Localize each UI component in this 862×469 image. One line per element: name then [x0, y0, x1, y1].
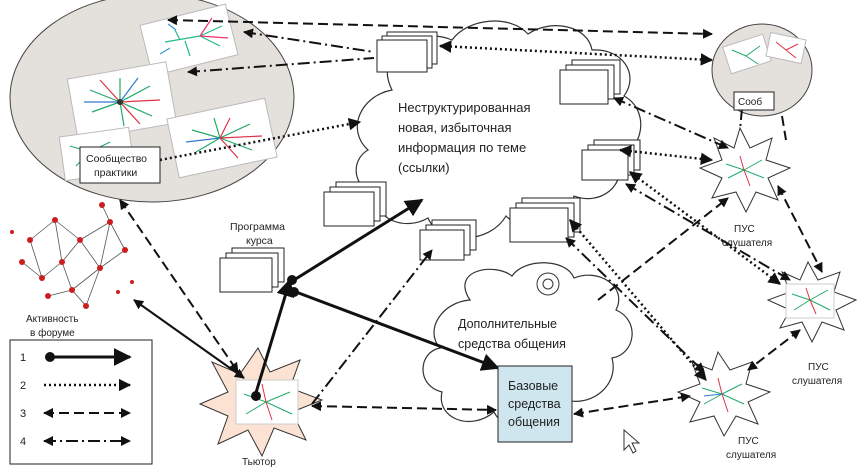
community-box [79, 146, 161, 184]
community-label-1: Сообщество [86, 153, 147, 165]
pus-3-label-2: слушателя [726, 450, 776, 461]
tutor-label: Тьютор [242, 457, 276, 468]
soob-label: Сооб [738, 96, 762, 108]
legend-num-4: 4 [20, 436, 26, 448]
pus-1-label-2: слушателя [722, 238, 772, 249]
program-label-2: курса [246, 235, 273, 247]
legend-num-3: 3 [20, 408, 26, 420]
cloud-main-line-2: новая, избыточная [398, 120, 512, 135]
base-label-3: общения [508, 415, 560, 429]
pus-mindmap-3 [701, 377, 745, 413]
soob-mindmap [722, 31, 807, 75]
program-label-1: Программа [230, 221, 285, 233]
doc-stack-right1 [559, 59, 621, 105]
pus-1-label-1: ПУС [734, 224, 755, 235]
doc-stack-bottom [419, 219, 477, 261]
tutor-mindmap [235, 379, 299, 425]
forum-label-2: в форуме [30, 327, 75, 339]
base-label-1: Базовые [508, 379, 558, 393]
forum-label-1: Активность [26, 314, 79, 325]
doc-stack-mid [509, 197, 581, 243]
base-box [497, 365, 573, 443]
legend-item-4: 4 [20, 436, 131, 448]
forum-network [21, 204, 126, 307]
connections [119, 15, 823, 418]
legend-item-2: 2 [20, 378, 132, 392]
legend-num-2: 2 [20, 380, 26, 392]
community-label-2: практики [94, 167, 137, 179]
cloud-main-line-4: (ссылки) [398, 160, 450, 175]
program-doc-stack [219, 247, 285, 293]
legend-num-1: 1 [20, 352, 26, 364]
pus-3-label-1: ПУС [738, 436, 759, 447]
doc-stack-top [376, 31, 438, 73]
cloud-main-line-3: информация по теме [398, 140, 526, 155]
legend: 1 2 3 4 [9, 339, 153, 465]
cloud-main-line-1: Неструктурированная [398, 100, 531, 115]
mindmap-card-3 [166, 97, 278, 179]
soob-box [733, 91, 775, 111]
pus-2-label-2: слушателя [792, 376, 842, 387]
cloud-small-line-1: Дополнительные [458, 317, 557, 331]
mindmap-card-2 [66, 61, 178, 141]
doc-stack-right2 [581, 139, 641, 181]
base-label-2: средства [508, 397, 561, 411]
junction-dots [251, 275, 299, 401]
pus-2-label-1: ПУС [808, 362, 829, 373]
legend-item-1: 1 [20, 348, 132, 366]
cloud-small-line-2: средства общения [458, 337, 566, 351]
pus-star-3 [676, 350, 772, 438]
doc-stack-left [323, 181, 387, 227]
forum-nodes [10, 202, 134, 309]
mouse-cursor [623, 428, 641, 454]
pus-mindmap-2 [785, 283, 835, 319]
legend-item-3: 3 [20, 408, 131, 420]
